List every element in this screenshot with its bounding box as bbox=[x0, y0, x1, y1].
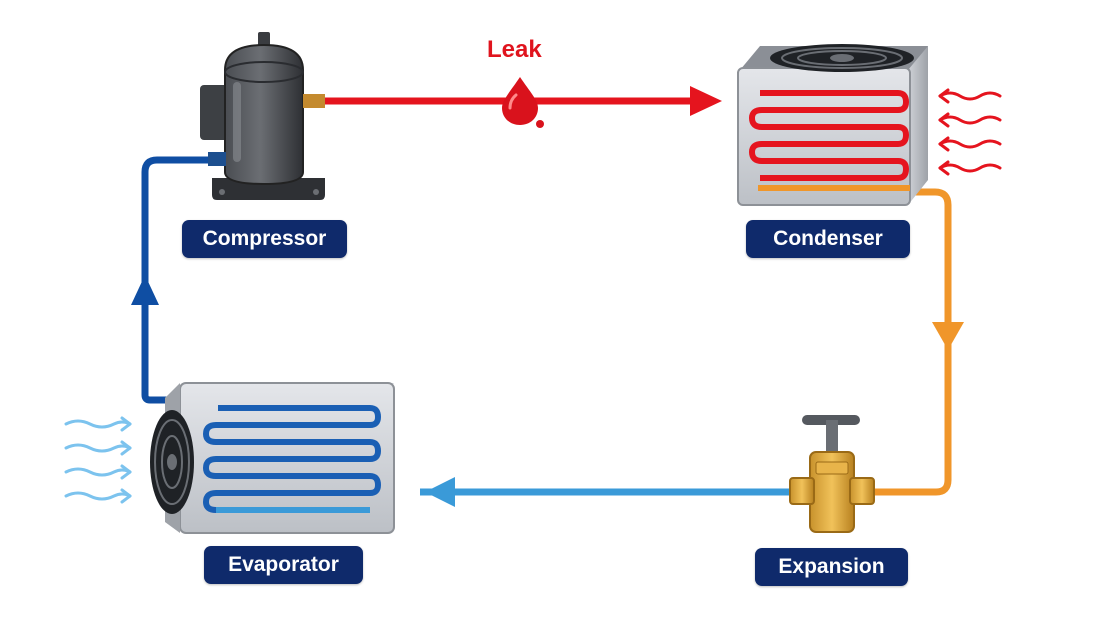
expansion-label: Expansion bbox=[755, 548, 908, 586]
compressor-label: Compressor bbox=[182, 220, 347, 258]
heat-wave-icon bbox=[938, 88, 1002, 176]
air-flow-icon bbox=[64, 416, 132, 504]
expansion-valve-icon bbox=[789, 415, 875, 533]
fan-icon bbox=[150, 410, 194, 514]
discharge-flow-arrow bbox=[690, 86, 722, 116]
evaporator-icon bbox=[150, 382, 395, 534]
suction-line bbox=[141, 156, 220, 404]
evaporator-label: Evaporator bbox=[204, 546, 363, 584]
condenser-label: Condenser bbox=[746, 220, 910, 258]
fan-icon bbox=[770, 44, 914, 72]
condenser-icon bbox=[737, 44, 928, 206]
suction-flow-arrow bbox=[131, 275, 159, 305]
expansion-flow-arrow bbox=[425, 477, 455, 507]
compressor-icon bbox=[200, 32, 325, 200]
liquid-flow-arrow bbox=[932, 322, 964, 350]
leak-label: Leak bbox=[487, 36, 542, 63]
leak-drop-icon bbox=[502, 77, 544, 128]
